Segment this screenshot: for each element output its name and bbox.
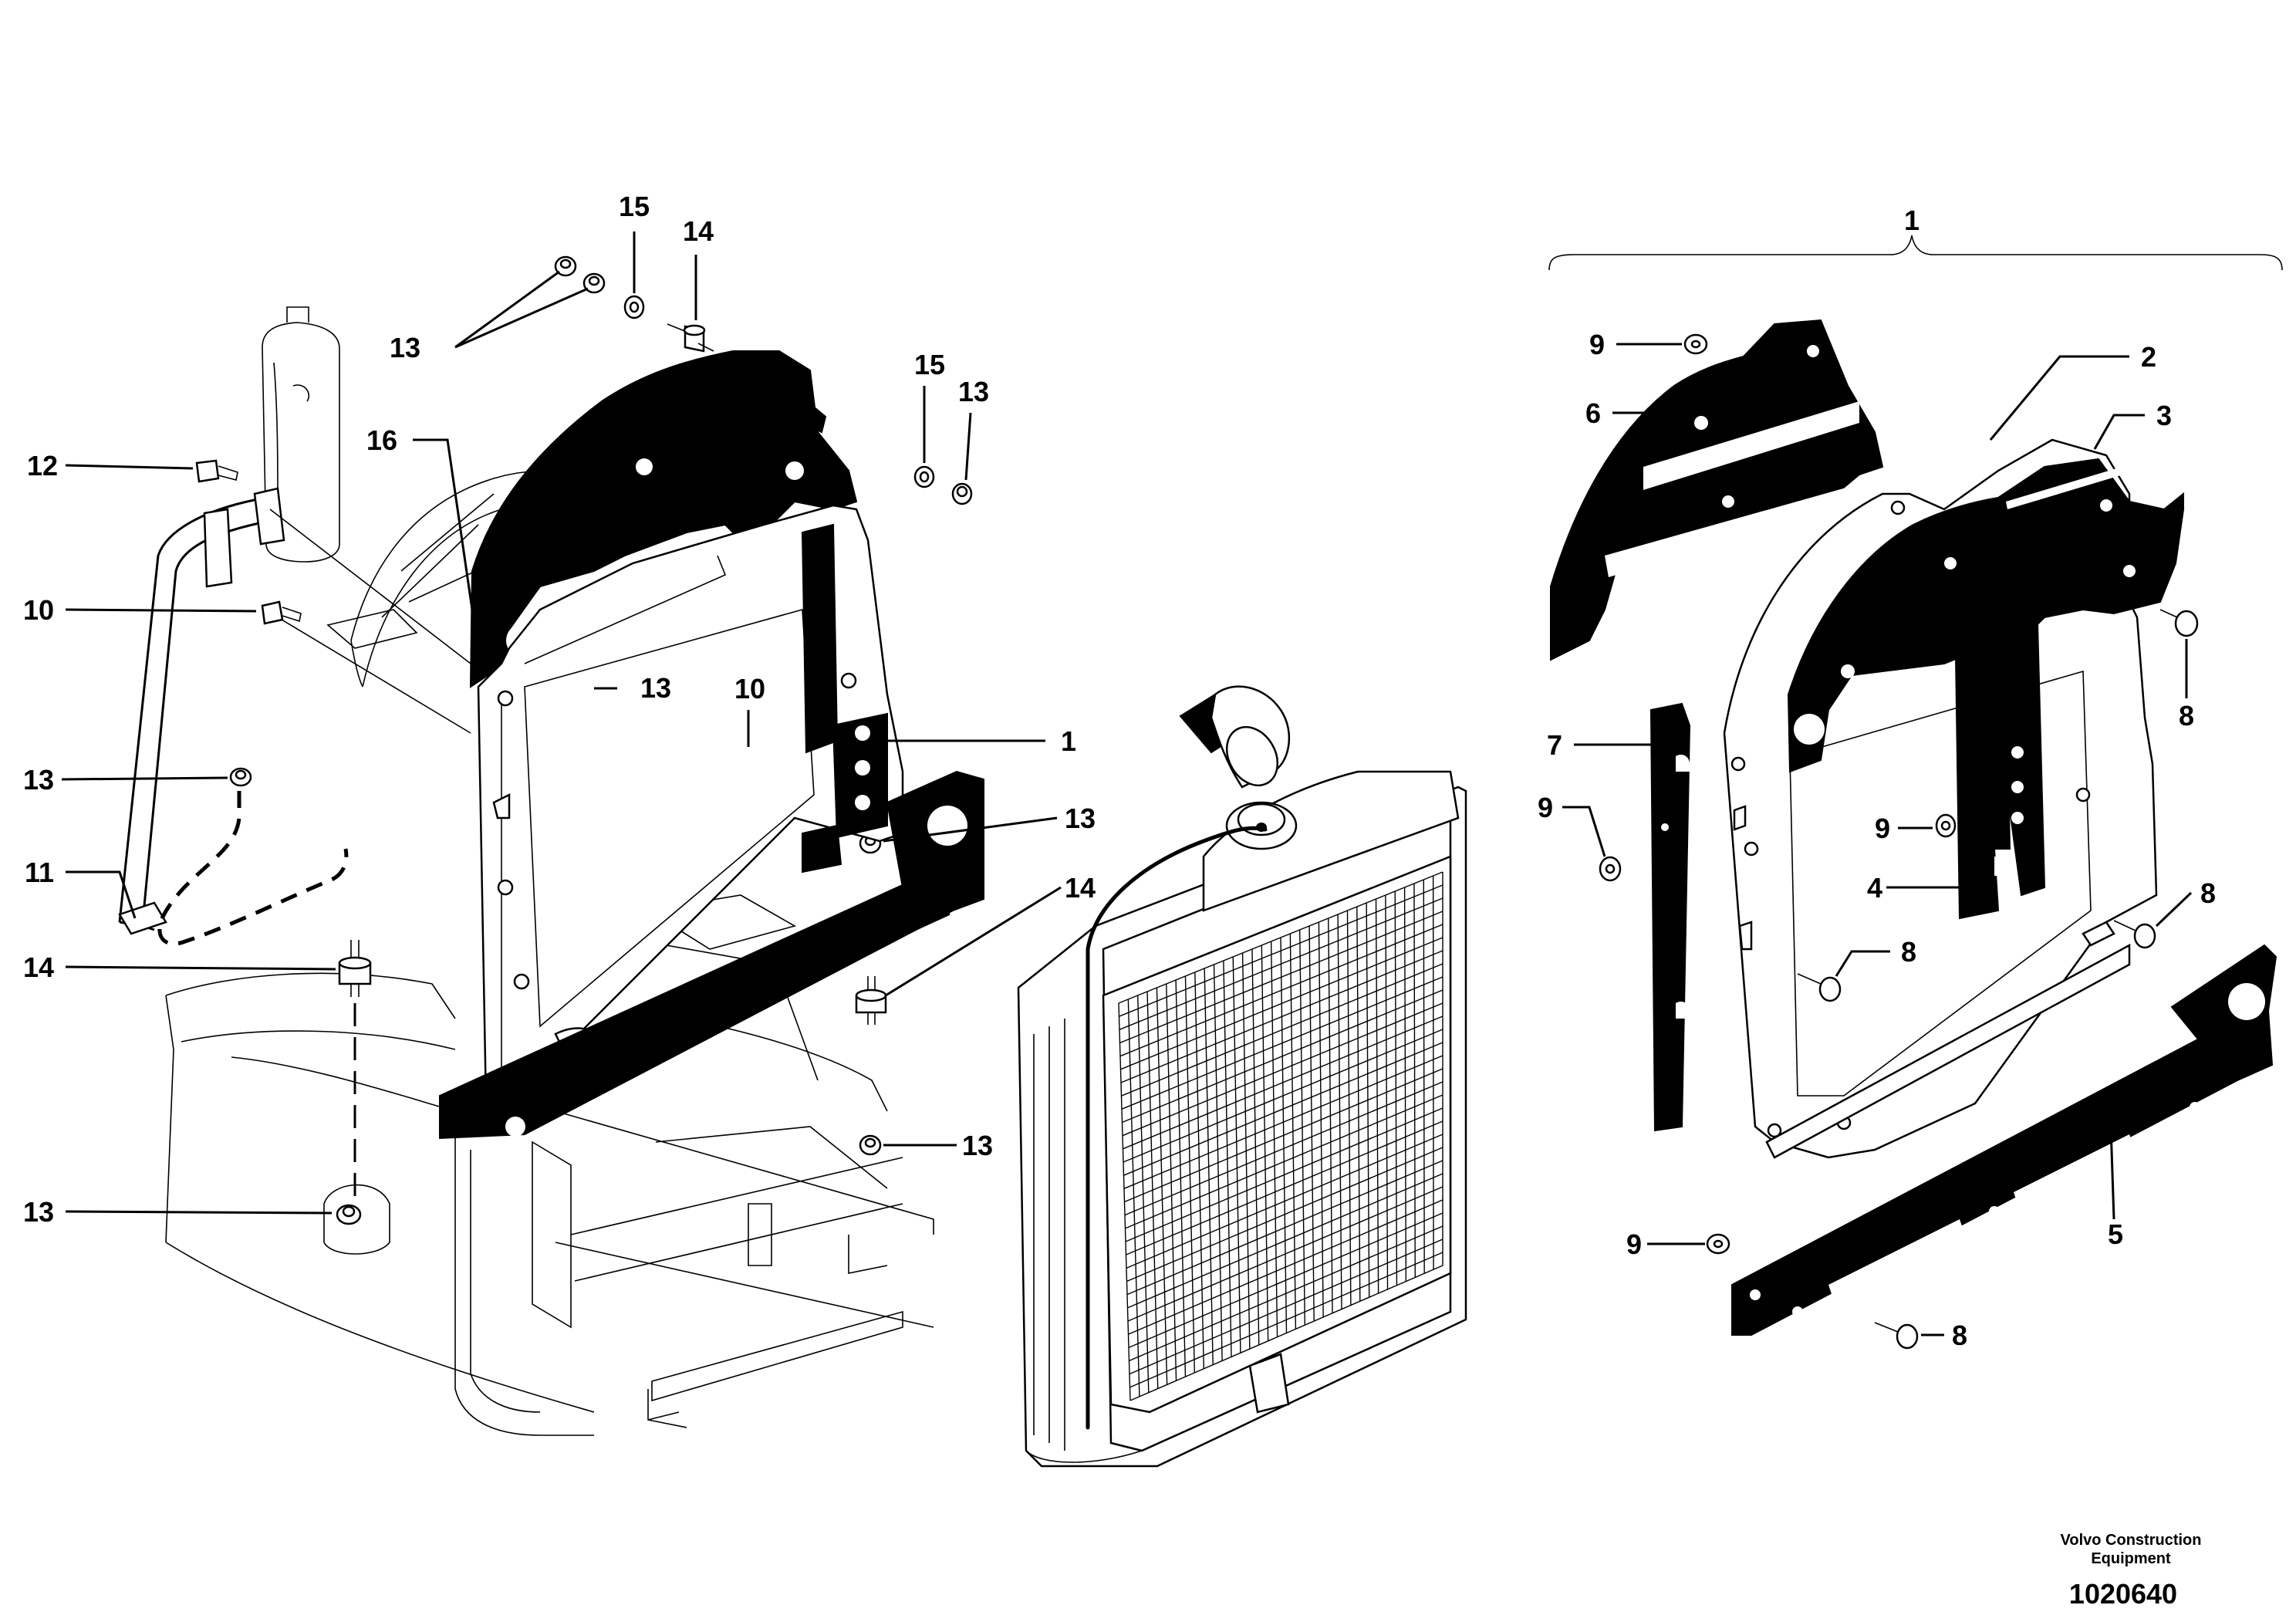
callout-4: 4	[1867, 872, 1882, 904]
callouts: 15 14 13 15 13 12 16 10 13 10 1 13 11 13…	[23, 191, 2216, 1351]
brand-line-1: Volvo Construction	[2061, 1532, 2202, 1549]
callout-9: 9	[1589, 329, 1605, 360]
drawing-number: 1020640	[2069, 1578, 2177, 1610]
callout-7: 7	[1547, 729, 1562, 761]
callout-13: 13	[962, 1130, 993, 1161]
expansion-tank	[262, 306, 340, 563]
callout-13: 13	[1065, 803, 1096, 834]
callout-9: 9	[1875, 813, 1890, 844]
wire-harness-dashed	[157, 791, 349, 946]
callout-13: 13	[958, 376, 989, 407]
callout-5: 5	[2108, 1218, 2123, 1250]
callout-14: 14	[23, 951, 54, 983]
callout-6: 6	[1585, 397, 1601, 429]
part-7-vertical-strip	[1649, 702, 1691, 1132]
part-5-lower-seal	[1731, 944, 2277, 1336]
kit-brace	[1548, 235, 2283, 271]
callout-13: 13	[23, 1196, 54, 1228]
callout-8: 8	[2200, 877, 2216, 909]
callout-15: 15	[619, 191, 650, 222]
radiator-frame-assembly	[439, 350, 984, 1140]
callout-9: 9	[1626, 1228, 1642, 1260]
callout-10: 10	[734, 673, 765, 705]
callout-1: 1	[1061, 725, 1076, 757]
callout-1: 1	[1904, 204, 1920, 236]
part-6-upper-seal	[1550, 319, 1884, 661]
radiator-core	[1017, 685, 1467, 1468]
callout-8: 8	[1952, 1320, 1967, 1351]
part-4-side-seal	[1954, 593, 2046, 920]
callout-16: 16	[366, 424, 397, 456]
callout-10: 10	[23, 594, 54, 626]
callout-3: 3	[2156, 400, 2172, 431]
support-rod	[118, 487, 471, 935]
footer: Volvo Construction Equipment 1020640	[2061, 1532, 2202, 1610]
brand-line-2: Equipment	[2091, 1550, 2171, 1567]
callout-13: 13	[23, 764, 54, 796]
callout-9: 9	[1538, 792, 1553, 823]
callout-14: 14	[683, 215, 714, 247]
callout-2: 2	[2141, 341, 2156, 373]
callout-8: 8	[2179, 700, 2194, 732]
callout-13: 13	[390, 332, 420, 363]
callout-13: 13	[640, 672, 671, 704]
callout-12: 12	[27, 450, 58, 482]
callout-11: 11	[25, 857, 54, 888]
kit-fasteners	[1599, 333, 2199, 1350]
leader-lines	[61, 231, 2193, 1336]
radiator-fins	[1118, 871, 1443, 1401]
callout-15: 15	[914, 349, 945, 380]
callout-8: 8	[1901, 936, 1916, 968]
callout-14: 14	[1065, 872, 1096, 904]
